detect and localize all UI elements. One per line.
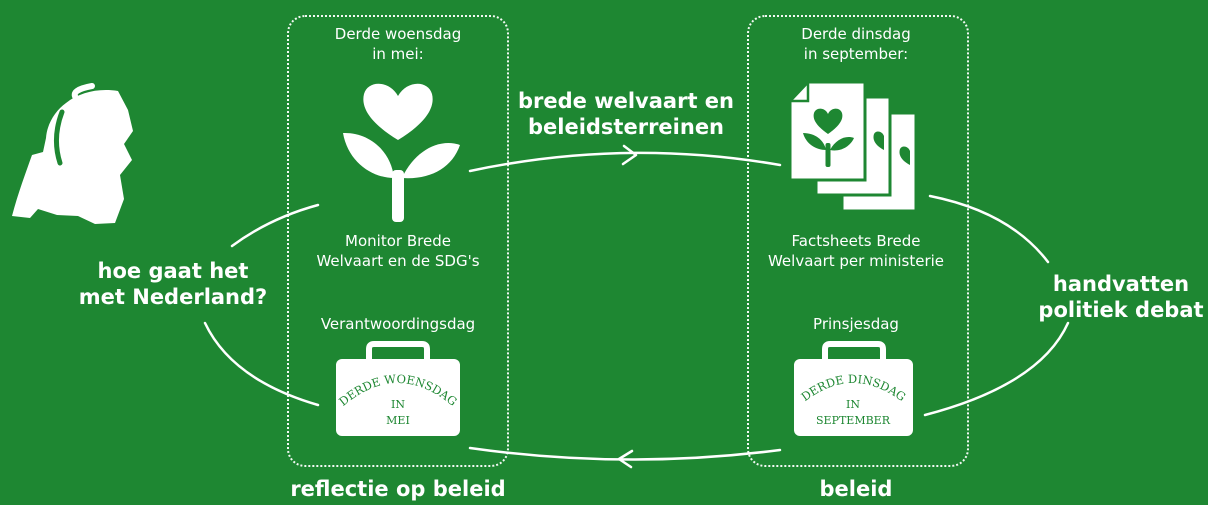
- top-flow-line2: beleidsterreinen: [527, 115, 725, 139]
- bottom-left-flow-label: reflectie op beleid: [290, 477, 506, 501]
- left-date-line1: Derde woensdag: [334, 25, 462, 43]
- suitcase-right-line2: IN: [846, 398, 860, 411]
- suitcase-left-line2: IN: [391, 398, 405, 411]
- left-flow-line2: met Nederland?: [78, 285, 268, 309]
- left-panel-event: Verantwoordingsdag: [320, 315, 476, 333]
- right-panel-frame: [747, 15, 969, 467]
- left-date-line2: in mei:: [372, 45, 424, 63]
- arc-right-lower: [923, 321, 1070, 417]
- right-flow-label: handvatten politiek debat: [1038, 271, 1204, 323]
- right-flow-line1: handvatten: [1052, 272, 1190, 296]
- right-flow-line2: politiek debat: [1038, 298, 1204, 322]
- top-flow-label: brede welvaart en beleidsterreinen: [507, 88, 745, 140]
- arc-top: [468, 151, 782, 173]
- right-panel-date: Derde dinsdag in september:: [746, 24, 966, 64]
- left-product-line2: Welvaart en de SDG's: [316, 252, 480, 270]
- left-flow-line1: hoe gaat het: [97, 259, 249, 283]
- top-flow-line1: brede welvaart en: [518, 89, 734, 113]
- right-panel-event: Prinsjesdag: [813, 315, 899, 333]
- suitcase-right-icon: DERDE DINSDAG IN SEPTEMBER: [794, 341, 913, 436]
- arc-right-upper: [928, 194, 1050, 264]
- suitcase-left-line3: MEI: [386, 414, 410, 427]
- right-product-line2: Welvaart per ministerie: [767, 252, 945, 270]
- left-product-line1: Monitor Brede: [345, 232, 451, 250]
- arc-bottom: [468, 446, 782, 461]
- right-date-line1: Derde dinsdag: [801, 25, 911, 43]
- left-panel-product: Monitor Brede Welvaart en de SDG's: [288, 231, 508, 271]
- arrow-left-icon: [617, 449, 634, 469]
- bottom-right-flow-label: beleid: [819, 477, 893, 501]
- arc-left-lower: [203, 321, 320, 407]
- netherlands-map-icon: [12, 90, 133, 225]
- arrow-right-icon: [621, 144, 638, 166]
- arc-left-upper: [230, 203, 320, 248]
- right-panel-product: Factsheets Brede Welvaart per ministerie: [746, 231, 966, 271]
- factsheets-icon: [788, 80, 918, 213]
- left-panel-date: Derde woensdag in mei:: [288, 24, 508, 64]
- right-product-line1: Factsheets Brede: [791, 232, 921, 250]
- left-flow-label: hoe gaat het met Nederland?: [70, 258, 276, 310]
- right-date-line2: in september:: [803, 45, 909, 63]
- left-panel-frame: [287, 15, 509, 467]
- suitcase-left-icon: DERDE WOENSDAG IN MEI: [336, 341, 460, 436]
- plant-heart-icon: [343, 83, 460, 222]
- suitcase-right-line3: SEPTEMBER: [816, 414, 891, 427]
